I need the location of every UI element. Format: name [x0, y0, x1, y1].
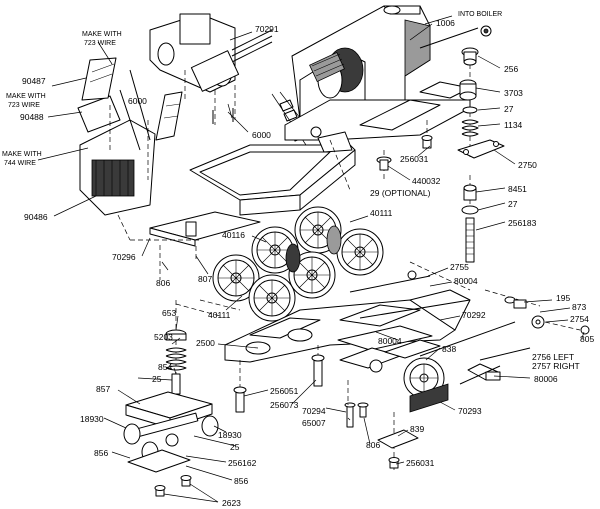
- wheel-spokes: [218, 212, 378, 316]
- label-1006: 1006: [436, 18, 455, 28]
- label-2755: 2755: [450, 262, 469, 272]
- label-65007: 65007: [302, 418, 326, 428]
- label-18930-b: 18930: [218, 430, 242, 440]
- part-number-labels: 90487 90488 90486 6000 6000 70291 1006 2…: [20, 18, 594, 508]
- side-rods: [349, 270, 545, 361]
- label-25-a: 25: [152, 374, 162, 384]
- part-1006-lever: [409, 15, 492, 49]
- label-440032: 440032: [412, 176, 441, 186]
- label-256051: 256051: [270, 386, 299, 396]
- cylinder-block-70291: [149, 13, 273, 125]
- label-70292: 70292: [462, 310, 486, 320]
- note-optional: 29 (OPTIONAL): [370, 188, 431, 198]
- label-807: 807: [198, 274, 212, 284]
- label-2750: 2750: [518, 160, 537, 170]
- label-857: 857: [96, 384, 110, 394]
- part-440032-screw: [376, 150, 392, 180]
- note-make-723-left-a: MAKE WITH: [6, 93, 46, 100]
- label-838: 838: [442, 344, 456, 354]
- label-856-b: 856: [234, 476, 248, 486]
- label-27-a: 27: [504, 104, 514, 114]
- leading-truck: [123, 300, 219, 497]
- note-make-744-b: 744 WIRE: [4, 160, 36, 167]
- label-27-b: 27: [508, 199, 518, 209]
- note-make-723-top-a: MAKE WITH: [82, 31, 122, 38]
- trailing-truck-70293: [339, 339, 449, 413]
- label-195: 195: [556, 293, 570, 303]
- label-2754: 2754: [570, 314, 589, 324]
- label-40116: 40116: [222, 230, 245, 240]
- label-806-a: 806: [156, 278, 170, 288]
- valve-gear-right: [459, 289, 590, 385]
- label-806-b: 806: [366, 440, 380, 450]
- label-256073: 256073: [270, 400, 299, 410]
- lower-chassis: [224, 289, 471, 363]
- firebox-90486: [77, 57, 183, 216]
- truck-plate-stack: [344, 402, 419, 470]
- label-40111-b: 40111: [208, 310, 231, 320]
- note-left-right-a: 2756 LEFT: [532, 352, 574, 362]
- label-6000-b: 6000: [252, 130, 271, 140]
- label-256: 256: [504, 64, 518, 74]
- note-make-723-left-b: 723 WIRE: [8, 102, 40, 109]
- note-make-723-top-b: 723 WIRE: [84, 40, 116, 47]
- label-70294: 70294: [302, 406, 326, 416]
- label-653: 653: [162, 308, 176, 318]
- label-1134: 1134: [504, 120, 523, 130]
- assembly-guide-lines: [117, 139, 471, 405]
- label-256031-a: 256031: [400, 154, 429, 164]
- label-854: 854: [158, 362, 172, 372]
- part-256031-screw: [421, 120, 433, 150]
- label-90486: 90486: [24, 212, 48, 222]
- note-make-744-a: MAKE WITH: [2, 151, 42, 158]
- note-into-boiler: INTO BOILER: [458, 11, 502, 18]
- label-256162: 256162: [228, 458, 257, 468]
- label-80004-b: 80004: [378, 336, 402, 346]
- label-18930-a: 18930: [80, 414, 104, 424]
- label-70296: 70296: [112, 252, 136, 262]
- chassis-screws: [233, 345, 325, 413]
- label-70291: 70291: [255, 24, 279, 34]
- label-5203: 5203: [154, 332, 173, 342]
- note-labels: MAKE WITH 723 WIRE MAKE WITH 723 WIRE MA…: [2, 11, 580, 371]
- note-left-right-b: 2757 RIGHT: [532, 361, 580, 371]
- label-839: 839: [410, 424, 424, 434]
- label-6000-a: 6000: [128, 96, 147, 106]
- label-40111-a: 40111: [370, 208, 393, 218]
- axle-gear: [285, 225, 342, 273]
- label-2500: 2500: [196, 338, 215, 348]
- label-70293: 70293: [458, 406, 482, 416]
- label-856-a: 856: [94, 448, 108, 458]
- label-256183: 256183: [508, 218, 537, 228]
- label-90487: 90487: [22, 76, 46, 86]
- label-90488: 90488: [20, 112, 44, 122]
- label-3703: 3703: [504, 88, 523, 98]
- label-256031-b: 256031: [406, 458, 435, 468]
- label-805: 805: [580, 334, 594, 344]
- drive-wheels: [212, 206, 384, 322]
- upper-chassis-frame: [149, 126, 356, 247]
- screw-stack-right: [461, 175, 479, 263]
- label-80006: 80006: [534, 374, 558, 384]
- label-2623: 2623: [222, 498, 241, 508]
- leader-lines: [37, 31, 585, 503]
- boiler-motor-assembly: [271, 5, 471, 149]
- label-873: 873: [572, 302, 586, 312]
- spring-stack-right: [457, 47, 505, 160]
- label-8451: 8451: [508, 184, 527, 194]
- label-25-b: 25: [230, 442, 240, 452]
- label-80004-a: 80004: [454, 276, 478, 286]
